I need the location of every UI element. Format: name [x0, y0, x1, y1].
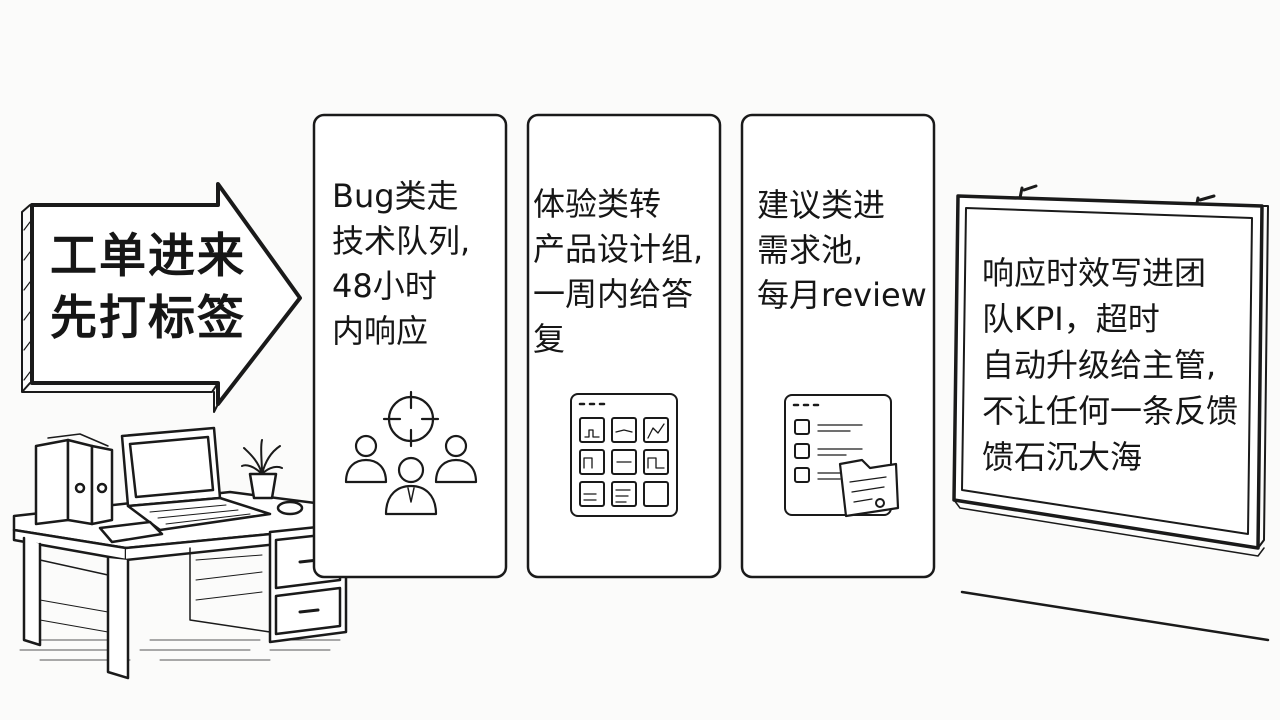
whiteboard-text: 响应时效写进团 队KPI，超时 自动升级给主管, 不让任何一条反馈 馈石沉大海: [982, 254, 1239, 476]
arrow-sign: [21, 182, 302, 413]
desk-scene: [12, 426, 356, 680]
panel-3-text: 建议类进 需求池, 每月review: [757, 186, 927, 314]
whiteboard: [952, 184, 1269, 557]
arrow-label: 工单进来 先打标签: [50, 229, 246, 346]
panel-2-text: 体验类转 产品设计组, 一周内给答复: [533, 185, 704, 358]
team-target-icon: [344, 390, 478, 516]
floor-line: [960, 590, 1270, 642]
panel-1-text: Bug类走 技术队列, 48小时 内响应: [332, 177, 471, 350]
dashboard-grid-icon: [570, 393, 678, 517]
checklist-document-icon: [784, 394, 900, 518]
